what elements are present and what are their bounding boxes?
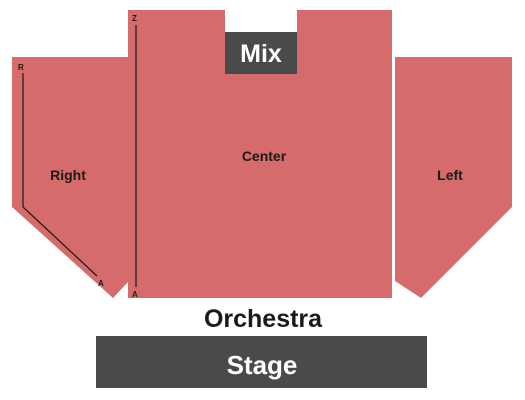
section-center-row-end: A <box>132 290 138 299</box>
section-left-shape[interactable] <box>395 57 512 298</box>
section-right-shape[interactable] <box>12 57 128 298</box>
section-right-row-line-diagonal <box>22 206 98 277</box>
orchestra-label: Orchestra <box>204 305 323 333</box>
section-right-row-end: A <box>98 279 104 288</box>
stage-shape <box>96 336 427 388</box>
section-left[interactable]: Left <box>395 57 512 298</box>
mix-booth-shape <box>225 32 297 74</box>
section-left-label[interactable]: Left <box>437 167 463 183</box>
stage-label: Stage <box>227 350 298 380</box>
stage: Stage <box>96 336 427 388</box>
section-center[interactable]: Z A Center <box>128 10 392 299</box>
mix-booth-label: Mix <box>240 40 282 68</box>
section-center-shape[interactable] <box>128 10 392 298</box>
section-right-row-start: R <box>18 63 24 72</box>
section-center-label[interactable]: Center <box>242 148 287 164</box>
mix-booth: Mix <box>225 32 297 74</box>
section-right[interactable]: R A Right <box>12 57 128 298</box>
section-right-label[interactable]: Right <box>50 167 86 183</box>
section-center-row-start: Z <box>132 14 137 23</box>
